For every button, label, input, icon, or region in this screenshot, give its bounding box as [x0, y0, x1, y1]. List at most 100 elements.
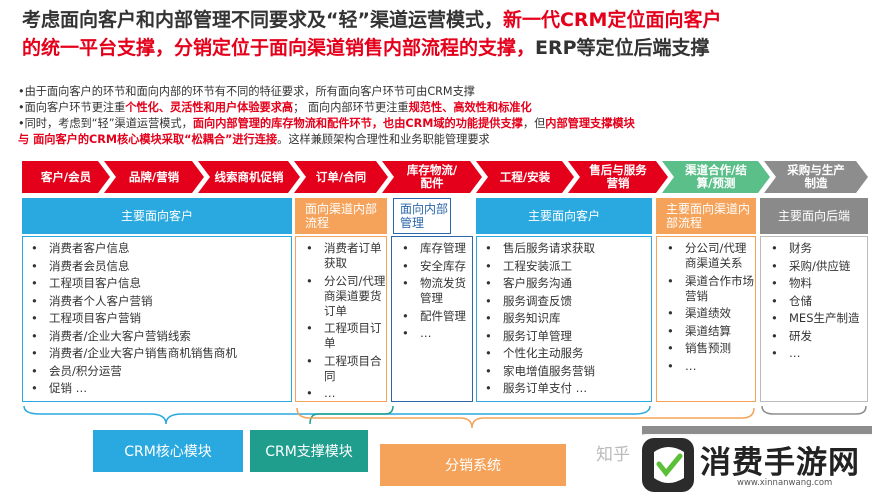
- bullet-3-e: 内部管理支撑模块: [545, 117, 635, 130]
- logo-badge-icon: [642, 438, 694, 492]
- list-item: 消费者订单获取: [306, 241, 386, 271]
- column-customer-facing-2: 售后服务请求获取 工程安装派工 客户服务沟通 服务调查反馈 服务知识库 服务订单…: [476, 236, 652, 402]
- list-item: 家电增值服务营销: [485, 364, 651, 379]
- list-item: 物料: [771, 276, 867, 291]
- column-customer-facing-1: 消费者客户信息 消费者会员信息 工程项目客户信息 消费者个人客户营销 工程项目客…: [22, 236, 292, 402]
- bullet-3-c: 也由CRM域的功能提供支撑: [383, 117, 523, 130]
- list-item: 会员/积分运营: [31, 364, 291, 379]
- list-channel-internal-1: 消费者订单获取 分公司/代理商渠道要货订单 工程项目订单 工程项目合同 …: [296, 241, 386, 401]
- list-item: 工程项目客户信息: [31, 276, 291, 291]
- column-internal-mgmt: 库存管理 安全库存 物流发货管理 配件管理 …: [391, 236, 473, 402]
- module-crm-support: CRM支撑模块: [250, 430, 368, 472]
- header-internal-mgmt: 面向内部管理: [393, 198, 451, 234]
- list-item: 配件管理: [402, 309, 472, 324]
- bullet-line-2: •面向客户环节更注重个性化、灵活性和用户体验要求高； 面向内部环节更注重规范性、…: [18, 100, 878, 116]
- process-step-brand: 品牌/营销: [104, 161, 204, 193]
- logo-url: www.xinnanwang.com: [737, 478, 833, 488]
- list-item: 库存管理: [402, 241, 472, 256]
- list-item: 服务调查反馈: [485, 294, 651, 309]
- list-item: 个性化主动服务: [485, 346, 651, 361]
- list-channel-internal-2: 分公司/代理商渠道关系 渠道合作市场营销 渠道绩效 渠道结算 销售预测 …: [657, 241, 755, 374]
- bullet-4-b: 。这样兼顾架构合理性和业务职能管理要求: [277, 133, 490, 146]
- list-item: …: [771, 346, 867, 361]
- bullet-2-a: •面向客户环节更注重: [18, 101, 126, 114]
- title-part-4: ERP等定位后端支撑: [535, 37, 710, 59]
- list-item: 财务: [771, 241, 867, 256]
- list-item: 渠道结算: [667, 324, 755, 339]
- process-step-manufacturing: 采购与生产制造: [764, 161, 868, 193]
- process-step-engineering: 工程/安装: [476, 161, 574, 193]
- list-item: …: [667, 359, 755, 374]
- module-distribution: 分销系统: [380, 444, 566, 486]
- header-customer-facing-1: 主要面向客户: [22, 198, 292, 234]
- list-item: 研发: [771, 329, 867, 344]
- bullet-line-4: 与 面向客户的CRM核心模块采取“松耦合”进行连接。这样兼顾架构合理性和业务职能…: [18, 132, 878, 148]
- brace-crm-support: [309, 405, 394, 425]
- bullet-3-a: •同时，考虑到“轻”渠道运营模式，: [18, 117, 193, 130]
- list-item: 服务订单支付 …: [485, 381, 651, 396]
- list-item: 消费者个人客户营销: [31, 294, 291, 309]
- process-step-customer: 客户/会员: [22, 161, 110, 193]
- bullet-line-3: •同时，考虑到“轻”渠道运营模式，面向内部管理的库存物流和配件环节，也由CRM域…: [18, 116, 878, 132]
- watermark-text: 知乎: [596, 445, 630, 465]
- list-item: …: [402, 326, 472, 341]
- bullet-line-1: •由于面向客户的环节和面向内部的环节有不同的特征要求，所有面向客户环节可由CRM…: [18, 85, 475, 98]
- bullet-notes: •由于面向客户的环节和面向内部的环节有不同的特征要求，所有面向客户环节可由CRM…: [18, 84, 878, 148]
- column-channel-internal-1: 消费者订单获取 分公司/代理商渠道要货订单 工程项目订单 工程项目合同 …: [295, 236, 387, 402]
- slide-title: 考虑面向客户和内部管理不同要求及“轻”渠道运营模式，新一代CRM定位面向客户 的…: [22, 6, 872, 62]
- brace-backend: [761, 405, 867, 415]
- logo-background: [632, 434, 888, 500]
- list-customer-facing-2: 售后服务请求获取 工程安装派工 客户服务沟通 服务调查反馈 服务知识库 服务订单…: [477, 241, 651, 396]
- process-step-inventory: 库存物流/配件: [382, 161, 482, 193]
- list-item: 售后服务请求获取: [485, 241, 651, 256]
- list-item: 分公司/代理商渠道关系: [667, 241, 755, 271]
- header-channel-internal-1: 面向渠道内部流程: [295, 198, 387, 234]
- bullet-4-a: 与 面向客户的CRM核心模块采取“松耦合”进行连接: [18, 133, 278, 146]
- process-step-leads: 线索商机促销: [198, 161, 300, 193]
- list-item: 渠道合作市场营销: [667, 274, 755, 304]
- brace-crm-core: [23, 405, 651, 425]
- list-item: 服务知识库: [485, 311, 651, 326]
- header-backend: 主要面向后端: [760, 198, 868, 234]
- list-item: 渠道绩效: [667, 306, 755, 321]
- bullet-3-b: 面向内部管理的库存物流和配件环节，: [192, 117, 384, 130]
- title-part-1: 考虑面向客户和内部管理不同要求及“轻”渠道运营模式，: [22, 9, 503, 31]
- list-item: 客户服务沟通: [485, 276, 651, 291]
- site-logo: [632, 430, 888, 500]
- bullet-3-d: ，但: [522, 117, 546, 130]
- process-step-order: 订单/合同: [294, 161, 388, 193]
- list-item: MES生产制造: [771, 311, 867, 326]
- logo-name: 消费手游网: [700, 445, 860, 481]
- header-channel-internal-2: 主要面向渠道内部流程: [656, 198, 756, 234]
- column-backend: 财务 采购/供应链 物料 仓储 MES生产制造 研发 …: [760, 236, 868, 402]
- bullet-2-c: ； 面向内部环节更注重: [293, 101, 409, 114]
- brace-distribution: [296, 407, 755, 429]
- list-item: 销售预测: [667, 341, 755, 356]
- title-part-3: 的统一平台支撑，分销定位于面向渠道销售内部流程的支撑，: [22, 37, 536, 59]
- list-item: 促销 …: [31, 381, 291, 396]
- list-item: 服务订单管理: [485, 329, 651, 344]
- list-customer-facing-1: 消费者客户信息 消费者会员信息 工程项目客户信息 消费者个人客户营销 工程项目客…: [23, 241, 291, 396]
- list-item: 消费者/企业大客户营销线索: [31, 329, 291, 344]
- list-backend: 财务 采购/供应链 物料 仓储 MES生产制造 研发 …: [761, 241, 867, 361]
- process-step-channel: 渠道合作/结算/预测: [662, 161, 770, 193]
- list-item: 消费者客户信息: [31, 241, 291, 256]
- list-item: 消费者会员信息: [31, 259, 291, 274]
- list-item: 工程安装派工: [485, 259, 651, 274]
- list-item: 消费者/企业大客户销售商机销售商机: [31, 346, 291, 361]
- list-item: 工程项目合同: [306, 354, 386, 384]
- module-backend-bar: [642, 426, 872, 436]
- list-item: 安全库存: [402, 259, 472, 274]
- header-customer-facing-2: 主要面向客户: [476, 198, 652, 234]
- title-part-2: 新一代CRM定位面向客户: [502, 9, 722, 31]
- module-crm-core: CRM核心模块: [93, 430, 243, 472]
- list-item: 物流发货管理: [402, 276, 472, 306]
- list-item: 采购/供应链: [771, 259, 867, 274]
- bullet-2-b: 个性化、灵活性和用户体验要求高: [125, 101, 294, 114]
- bullet-2-d: 规范性、高效性和标准化: [408, 101, 532, 114]
- process-step-aftersales: 售后与服务营销: [568, 161, 668, 193]
- column-channel-internal-2: 分公司/代理商渠道关系 渠道合作市场营销 渠道绩效 渠道结算 销售预测 …: [656, 236, 756, 402]
- list-item: 工程项目客户营销: [31, 311, 291, 326]
